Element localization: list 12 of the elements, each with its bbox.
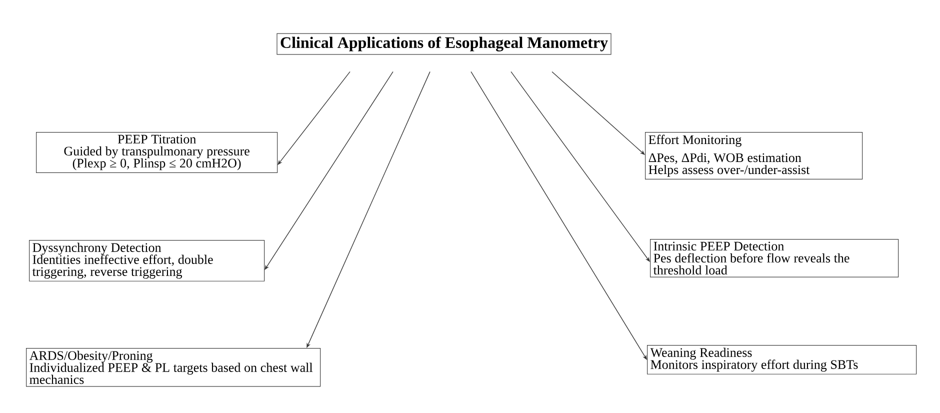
application-box: PEEP Titration Guided by transpulmonary pressure (Plexp ≥ 0, Plinsp ≤ 20 cmH2O) [36, 132, 278, 173]
arrow [264, 71, 394, 270]
arrow [510, 71, 650, 262]
application-box: Intrinsic PEEP Detection Pes deflection before flow reveals the threshold load [650, 239, 899, 278]
application-box: Dyssynchrony Detection Identities ineffective effort, double triggering, reverse triggering [29, 240, 265, 282]
arrow [552, 71, 645, 155]
application-box: Weaning Readiness Monitors inspiratory effort during SBTs [647, 345, 917, 374]
title-box: Clinical Applications of Esophageal Manometry [276, 33, 612, 55]
arrow [470, 71, 647, 360]
arrow [278, 71, 350, 165]
application-box: ARDS/Obesity/Proning Individualized PEEP & PL targets based on chest wall mechanics [26, 348, 321, 387]
application-box: Effort Monitoring ΔPes, ΔPdi, WOB estimation Helps assess over-/under-assist [645, 132, 863, 180]
